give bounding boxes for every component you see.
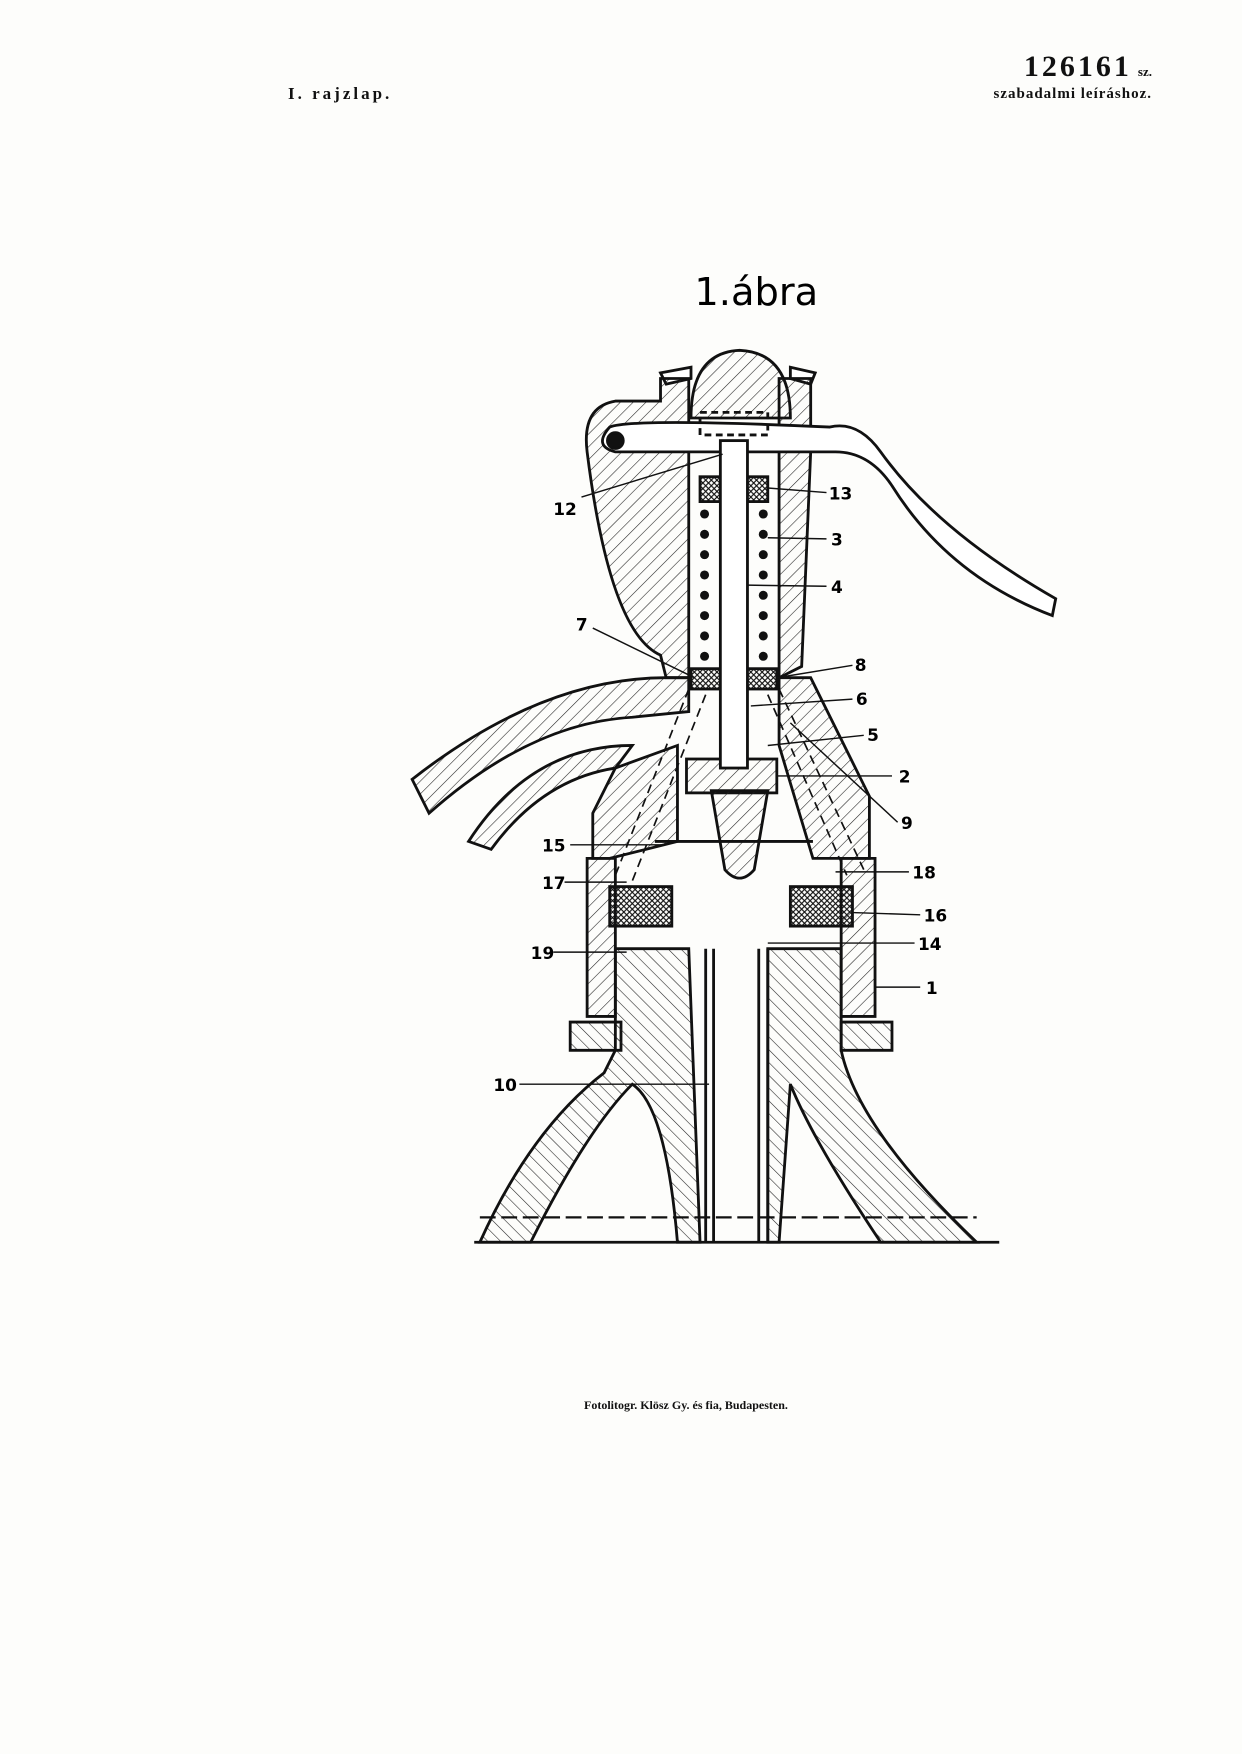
label-13: 13 [829, 483, 853, 503]
label-8: 8 [855, 655, 867, 675]
label-14: 14 [918, 934, 942, 954]
label-19: 19 [531, 943, 555, 963]
leader-lines [519, 453, 921, 1085]
label-10: 10 [493, 1075, 517, 1095]
figure-title: 1.ábra [694, 270, 818, 315]
spring [700, 509, 768, 661]
printer-credit: Fotolitogr. Klösz Gy. és fia, Budapesten… [584, 1398, 788, 1412]
label-2: 2 [899, 767, 911, 787]
label-17: 17 [542, 873, 566, 893]
label-18: 18 [912, 863, 936, 883]
label-1: 1 [926, 978, 938, 998]
label-3: 3 [831, 530, 843, 550]
label-9: 9 [901, 813, 913, 833]
label-7: 7 [576, 614, 588, 634]
patent-subtitle: szabadalmi leíráshoz. [993, 86, 1152, 102]
label-12: 12 [553, 499, 577, 519]
patent-number: 126161 sz. [1024, 50, 1152, 84]
drawing-lines [474, 410, 1058, 1244]
patent-number-value: 126161 [1023, 50, 1132, 83]
patent-number-suffix: sz. [1137, 64, 1152, 79]
label-15: 15 [542, 836, 566, 856]
label-16: 16 [924, 906, 948, 926]
sheet-label: I. rajzlap. [288, 84, 393, 103]
label-4: 4 [831, 577, 843, 597]
label-6: 6 [856, 689, 868, 709]
part-labels: 12 13 3 4 7 8 6 5 2 9 15 18 17 16 14 19 … [493, 483, 947, 1095]
label-5: 5 [867, 725, 879, 745]
